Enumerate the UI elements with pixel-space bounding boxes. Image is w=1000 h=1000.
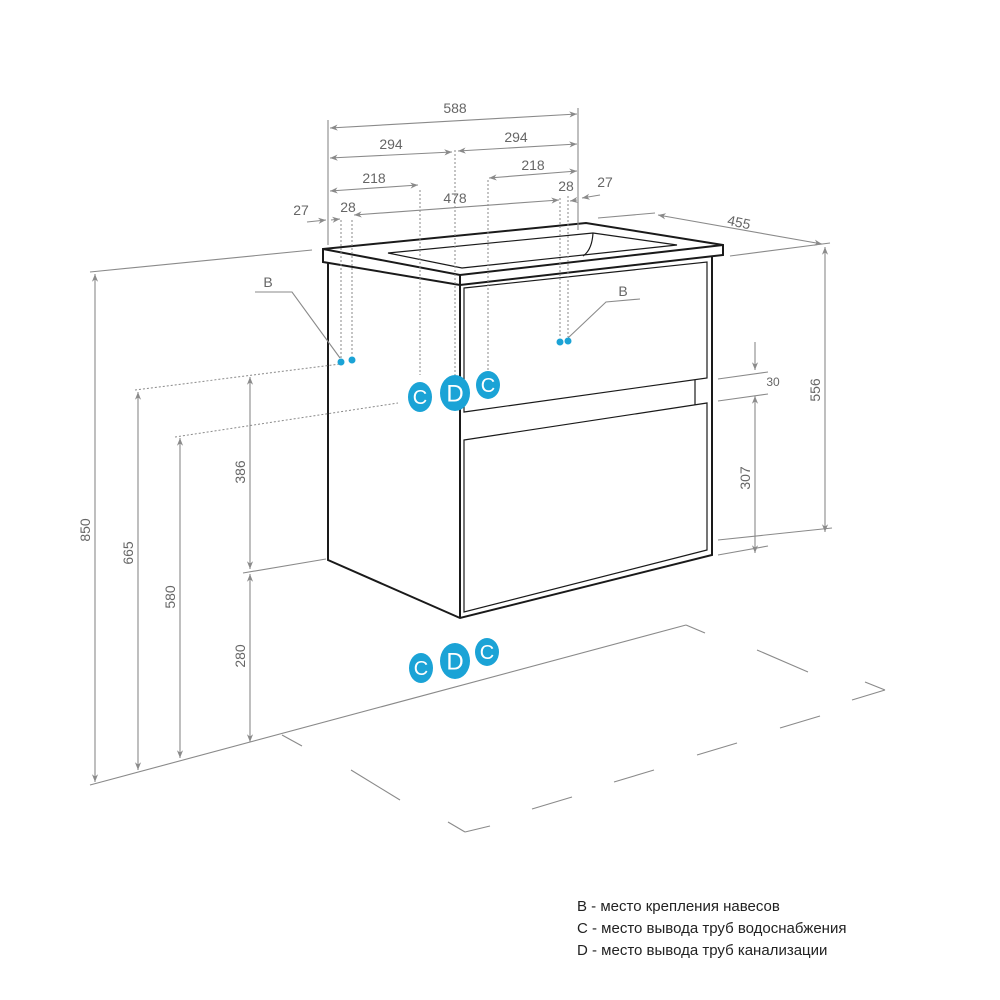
floor-guides <box>89 249 886 833</box>
left-dimensions: 850 665 580 386 280 <box>77 274 327 783</box>
dim-580: 580 <box>162 585 178 609</box>
mounting-points-b: B B <box>255 274 641 366</box>
dim-307: 307 <box>737 466 753 490</box>
dim-294-left: 294 <box>379 136 403 152</box>
dotted-guides <box>134 150 569 438</box>
outlet-c-label: C <box>414 658 428 680</box>
legend-c: C - место вывода труб водоснабжения <box>577 920 847 937</box>
vanity-cabinet <box>322 221 724 620</box>
dim-455: 455 <box>726 212 752 233</box>
top-dimensions: 588 294 294 218 218 478 28 28 27 27 455 <box>293 100 831 257</box>
outlet-c-marker <box>408 382 432 412</box>
dim-30: 30 <box>766 375 780 389</box>
dim-556: 556 <box>807 378 823 402</box>
dim-28-left: 28 <box>340 199 356 215</box>
dim-588: 588 <box>443 100 467 116</box>
dim-28-right: 28 <box>558 178 574 194</box>
outlet-c-marker <box>409 653 433 683</box>
outlets-floor: C D C <box>409 638 499 683</box>
dim-27-left: 27 <box>293 202 309 218</box>
dim-280: 280 <box>232 644 248 668</box>
upper-drawer <box>463 261 708 413</box>
label-b-right: B <box>618 283 627 299</box>
label-b-left: B <box>263 274 272 290</box>
mount-dot <box>564 337 572 345</box>
dim-850: 850 <box>77 518 93 542</box>
outlets-wall: C D C <box>408 371 500 412</box>
right-dimensions: 30 307 556 <box>717 247 833 556</box>
outlet-d-marker <box>440 375 470 411</box>
outlet-c-label: C <box>481 375 495 397</box>
outlet-d-label: D <box>446 381 463 408</box>
outlet-c-marker <box>475 638 499 666</box>
legend-b: B - место крепления навесов <box>577 898 780 915</box>
outlet-c-label: C <box>413 387 427 409</box>
dim-386: 386 <box>232 460 248 484</box>
dim-665: 665 <box>120 541 136 565</box>
dim-478: 478 <box>443 190 467 206</box>
outlet-d-marker <box>440 643 470 679</box>
mount-dot <box>337 358 345 366</box>
mount-dot <box>348 356 356 364</box>
outlet-c-marker <box>476 371 500 399</box>
outlet-c-label: C <box>480 642 494 664</box>
lower-drawer <box>463 402 708 613</box>
dim-27-right: 27 <box>597 174 613 190</box>
dim-294-right: 294 <box>504 129 528 145</box>
mount-dot <box>556 338 564 346</box>
outlet-d-label: D <box>446 649 463 676</box>
dim-218-right: 218 <box>521 157 545 173</box>
legend-d: D - место вывода труб канализации <box>577 942 828 959</box>
dim-218-left: 218 <box>362 170 386 186</box>
